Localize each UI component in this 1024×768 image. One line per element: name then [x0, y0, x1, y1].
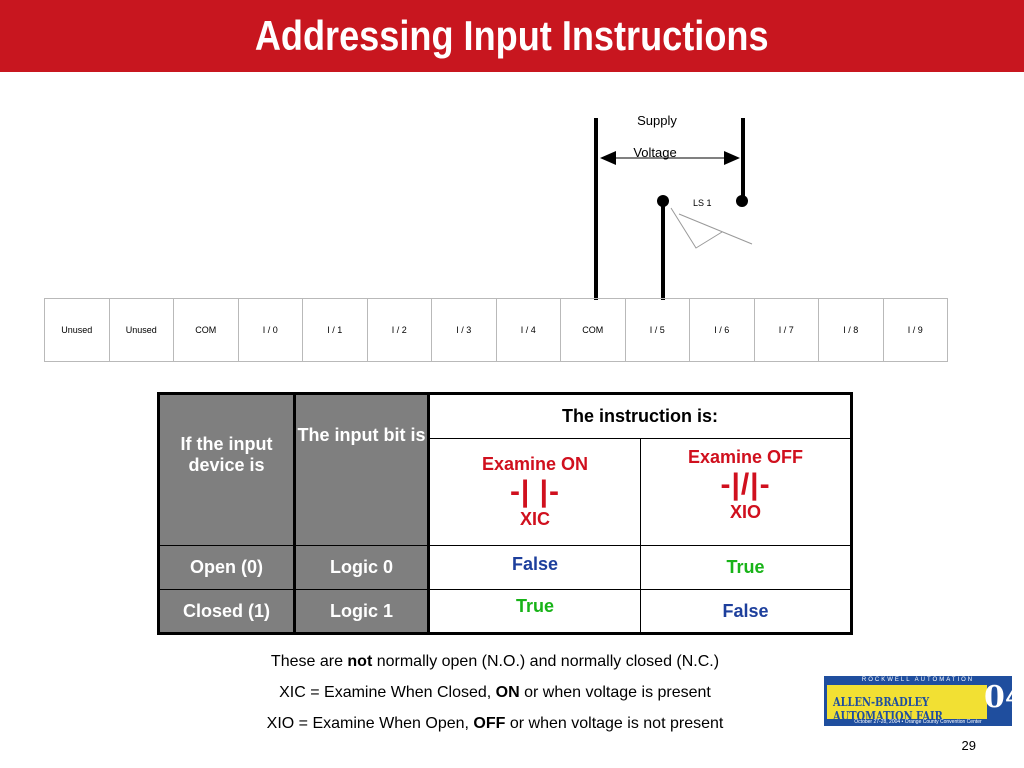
note-line: XIC = Examine When Closed, ON or when vo…	[150, 677, 840, 708]
row-xic-result: True	[428, 589, 641, 635]
row-bit: Logic 0	[294, 545, 430, 590]
header-instruction: The instruction is:	[427, 392, 854, 439]
terminal-cell: I / 7	[753, 298, 819, 362]
logo-line2: AUTOMATION FAIR	[833, 709, 943, 723]
terminal-cell: I / 1	[302, 298, 368, 362]
terminal-cell: I / 4	[495, 298, 561, 362]
note-text: These are	[270, 653, 348, 670]
terminal-cell: I / 3	[431, 298, 497, 362]
note-text: XIO = Examine When Open,	[266, 715, 474, 732]
header-input-bit: The input bit is	[294, 392, 430, 546]
header-input-device: If the input device is	[157, 392, 296, 546]
slide-title: Addressing Input Instructions	[255, 12, 769, 59]
xio-header: Examine OFF -|/|- XIO	[639, 438, 854, 546]
xic-header: Examine ON -| |- XIC	[428, 438, 641, 546]
title-bar: Addressing Input Instructions	[0, 0, 1024, 72]
voltage-label: Voltage	[633, 145, 676, 160]
note-text: normally open (N.O.) and normally closed…	[372, 653, 720, 670]
note-text: XIC = Examine When Closed,	[279, 684, 496, 701]
row-xio-result: False	[639, 589, 854, 635]
row-bit: Logic 1	[294, 589, 430, 635]
logo-body: ALLEN-BRADLEY AUTOMATION FAIR	[827, 685, 987, 723]
note-emphasis: not	[347, 653, 373, 670]
xio-abbr: XIO	[730, 502, 762, 522]
switch-contact-right	[736, 195, 748, 207]
logo-top-text: ROCKWELL AUTOMATION	[824, 676, 1012, 685]
note-emphasis: OFF	[473, 715, 506, 732]
logo-line1: ALLEN-BRADLEY	[833, 695, 930, 709]
xic-name: Examine ON	[481, 454, 589, 474]
arrow-left-icon	[600, 151, 616, 165]
row-device: Closed (1)	[157, 589, 296, 635]
page-number: 29	[961, 738, 976, 753]
note-line: XIO = Examine When Open, OFF or when vol…	[150, 708, 840, 739]
terminal-cell: COM	[560, 298, 626, 362]
terminal-cell: COM	[173, 298, 239, 362]
note-emphasis: ON	[495, 684, 520, 701]
terminal-strip: Unused Unused COM I / 0 I / 1 I / 2 I / …	[44, 298, 948, 362]
logo-year: 04	[984, 680, 1012, 715]
row-xic-result: False	[428, 545, 641, 590]
switch-label: LS 1	[693, 198, 712, 208]
wiring-diagram: Supply Voltage LS 1	[594, 113, 753, 300]
automation-fair-logo: ROCKWELL AUTOMATION ALLEN-BRADLEY AUTOMA…	[824, 676, 1012, 726]
notes: These are not normally open (N.O.) and n…	[150, 646, 840, 739]
row-device: Open (0)	[157, 545, 296, 590]
table-row: Open (0) Logic 0 False True	[157, 545, 854, 590]
terminal-cell: Unused	[108, 298, 174, 362]
switch-blade	[678, 213, 753, 245]
xio-symbol: -|/|-	[720, 468, 771, 501]
terminal-cell: I / 9	[882, 298, 948, 362]
note-text: or when voltage is present	[519, 684, 711, 701]
note-line: These are not normally open (N.O.) and n…	[150, 646, 840, 677]
xio-name: Examine OFF	[687, 447, 804, 467]
terminal-cell: I / 8	[818, 298, 884, 362]
row-xio-result: True	[639, 545, 854, 590]
xic-abbr: XIC	[519, 509, 550, 529]
note-text: or when voltage is not present	[505, 715, 724, 732]
arrow-right-icon	[724, 151, 740, 165]
terminal-cell: I / 0	[237, 298, 303, 362]
xic-symbol: -| |-	[509, 475, 561, 508]
supply-label: Supply	[637, 113, 677, 128]
switch-arm-icon	[670, 207, 723, 249]
logo-subtitle: October 27-28, 2004 • Orange County Conv…	[854, 719, 982, 725]
terminal-cell: I / 6	[689, 298, 755, 362]
terminal-cell: I / 2	[366, 298, 432, 362]
table-row: Closed (1) Logic 1 True False	[157, 589, 854, 635]
terminal-cell: I / 5	[624, 298, 690, 362]
truth-table: If the input device is The input bit is …	[157, 392, 854, 635]
terminal-cell: Unused	[44, 298, 110, 362]
